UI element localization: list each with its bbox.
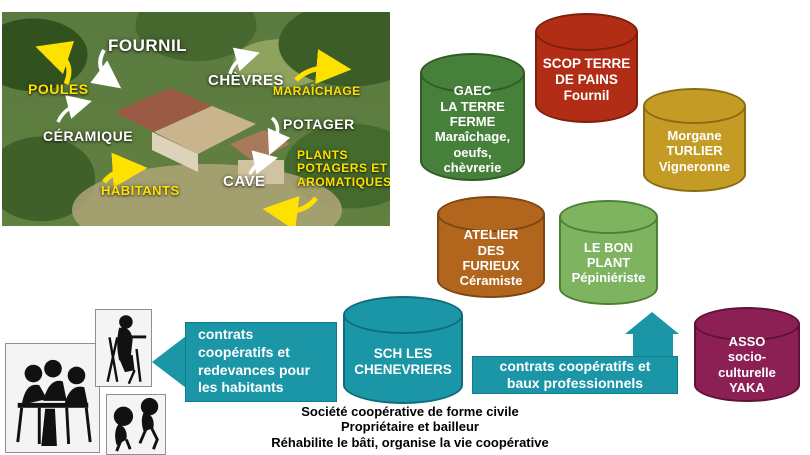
fournil-arrow (90, 49, 122, 89)
cylinder-top (437, 196, 545, 232)
farm-aerial-photo: FOURNIL CHÈVRES POULES MARAÎCHAGE CÉRAMI… (2, 12, 390, 226)
cylinder-top (694, 307, 800, 341)
woman-chair-silhouette-icon (106, 315, 147, 385)
photo-annotation-arrows (35, 40, 352, 226)
cylinder-label: SCH LES CHENEVRIERS (354, 345, 452, 377)
cylinder-label: SCOP TERRE DE PAINS Fournil (542, 55, 631, 103)
arrow-left-head (152, 336, 186, 388)
arrow-right-label: contrats coopératifs et baux professionn… (472, 356, 678, 394)
photo-label-habitants: HABITANTS (101, 183, 180, 198)
group-table-silhouette-icon (16, 359, 92, 446)
cylinder-label: LE BON PLANT Pépiniériste (571, 239, 646, 286)
cylinder-label: Morgane TURLIER Vigneronne (658, 127, 731, 174)
cylinder-morgane-turlier: Morgane TURLIER Vigneronne (643, 88, 746, 192)
habitants-arrow (102, 152, 148, 188)
photo-label-chevres: CHÈVRES (208, 72, 285, 89)
maraichage-arrow (294, 49, 352, 84)
photo-label-ceramique: CÉRAMIQUE (43, 128, 134, 144)
silhouette-children-playing (106, 394, 166, 455)
cylinder-top (559, 200, 658, 234)
cylinder-label: GAEC LA TERRE FERME Maraîchage, oeufs, c… (434, 83, 511, 176)
ceramique-arrow (56, 95, 92, 123)
cylinder-top (535, 13, 638, 51)
children-silhouette-icon (113, 397, 159, 452)
silhouette-woman-on-chair (95, 309, 152, 387)
photo-label-fournil: FOURNIL (108, 36, 188, 55)
cylinder-top (420, 53, 525, 93)
arrow-contrats-professionnels: contrats coopératifs et baux professionn… (472, 312, 679, 394)
arrow-up-tip (625, 312, 679, 334)
photo-label-plants-potagers: PLANTS POTAGERS ET AROMATIQUES (297, 148, 390, 189)
cylinder-sch-les-chenevriers: SCH LES CHENEVRIERS (343, 296, 463, 404)
cylinder-asso-yaka: ASSO socio- culturelle YAKA (694, 307, 800, 402)
cylinder-top (343, 296, 463, 334)
photo-label-potager: POTAGER (283, 116, 355, 132)
cylinder-scop-terre-de-pains: SCOP TERRE DE PAINS Fournil (535, 13, 638, 123)
footer-description: Société coopérative de forme civile Prop… (271, 404, 549, 450)
cylinder-atelier-des-furieux: ATELIER DES FURIEUX Céramiste (437, 196, 545, 298)
cylinder-label: ASSO socio- culturelle YAKA (718, 334, 776, 396)
photo-label-cave: CAVE (223, 173, 266, 190)
cave-arrow (248, 150, 279, 175)
cylinder-gaec-la-terre-ferme: GAEC LA TERRE FERME Maraîchage, oeufs, c… (420, 53, 525, 181)
cylinder-le-bon-plant: LE BON PLANT Pépiniériste (559, 200, 658, 305)
arrow-contrats-habitants: contrats coopératifs et redevances pour … (152, 322, 337, 402)
chevres-arrow (228, 47, 260, 75)
photo-label-poules: POULES (28, 81, 89, 97)
arrow-left-label: contrats coopératifs et redevances pour … (185, 322, 337, 402)
photo-label-maraichage: MARAÎCHAGE (273, 84, 361, 98)
cylinder-top (643, 88, 746, 124)
arrow-up-stem (633, 332, 673, 358)
cylinder-label: ATELIER DES FURIEUX Céramiste (459, 227, 523, 289)
silhouette-group-at-table (5, 343, 100, 453)
poules-arrow (35, 40, 75, 85)
potager-arrow (267, 116, 291, 156)
plants-arrow (262, 195, 318, 226)
